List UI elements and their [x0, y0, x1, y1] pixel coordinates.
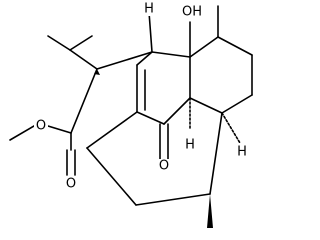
bond-alkene-ester	[86, 111, 138, 149]
atom-label-ester-o-double: O	[66, 177, 76, 192]
bond-c2-h-top	[148, 11, 153, 53]
bond-alkene-c9	[136, 111, 165, 125]
bond-c7-h	[221, 112, 241, 144]
bond-c11-c7	[209, 112, 223, 195]
bond-c1-c2	[96, 51, 153, 70]
bond-c3-c4	[189, 36, 219, 58]
atom-label-h-ring-fusion: H	[237, 145, 247, 160]
bond-ester-o-single	[47, 125, 72, 134]
bond-isopropyl-left	[47, 35, 71, 51]
bond-c9-c8	[163, 97, 191, 125]
bond-c2-c3	[151, 51, 191, 58]
atom-label-ester-o-single: O	[36, 119, 46, 134]
molecule-svg: H OH H H O O O	[9, 2, 253, 228]
bond-c7-c8	[189, 97, 223, 114]
wedge-methyl-bottom	[207, 194, 213, 228]
atom-label-ketone-o: O	[159, 159, 169, 174]
atom-label-oh: OH	[182, 5, 202, 20]
bond-c2-alkene	[136, 51, 153, 66]
bond-c6-c7	[221, 94, 253, 114]
bond-ester-c10	[86, 147, 137, 206]
structure-diagram: H OH H H O O O	[9, 2, 253, 228]
atom-label-h-bridgehead: H	[185, 138, 195, 153]
atom-label-h-top: H	[144, 2, 154, 17]
bond-c10-c11	[135, 193, 211, 206]
bond-ester-ome	[9, 125, 35, 141]
bond-isopropyl-stem	[69, 49, 98, 70]
bond-c1-lower	[70, 68, 98, 134]
bond-c4-c5	[217, 36, 253, 56]
bond-isopropyl-right	[69, 35, 93, 51]
